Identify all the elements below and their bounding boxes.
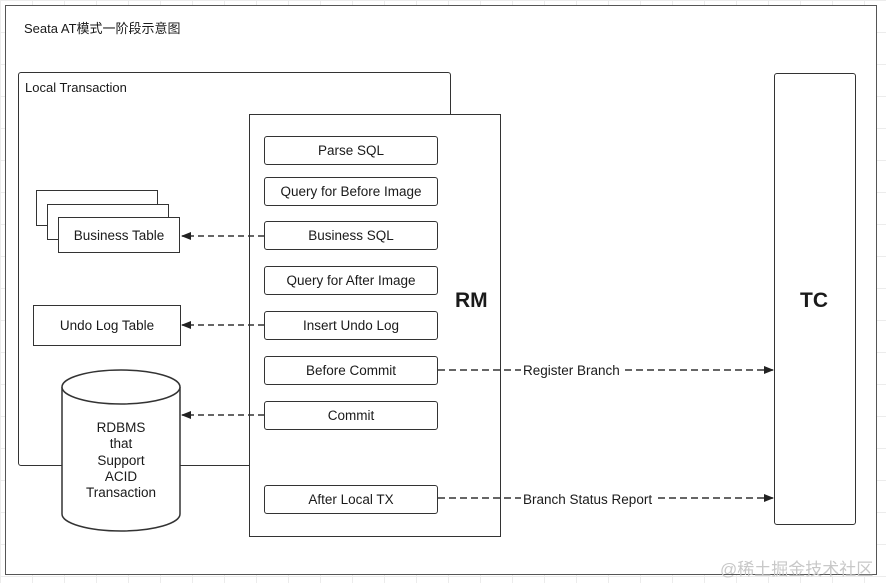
step-after-local-tx: After Local TX [264,485,438,514]
database-label-line: that [109,436,133,452]
step-parse-sql: Parse SQL [264,136,438,165]
database-label-line: RDBMS [96,420,146,435]
step-query-after-image: Query for After Image [264,266,438,295]
undo-log-table: Undo Log Table [33,305,181,346]
step-business-sql: Business SQL [264,221,438,250]
rm-label: RM [455,289,488,312]
watermark: @稀土掘金技术社区 [720,560,874,579]
local-transaction-label: Local Transaction [25,80,127,95]
edge-label-branch-status-report: Branch Status Report [521,492,655,507]
database-label: RDBMS that Support ACID Transaction [70,420,172,501]
step-query-before-image: Query for Before Image [264,177,438,206]
tc-label: TC [800,289,828,312]
database-label-line: ACID [104,468,138,484]
database-label-line: Support [97,452,145,468]
diagram-title: Seata AT模式一阶段示意图 [24,21,181,36]
step-commit: Commit [264,401,438,430]
step-before-commit: Before Commit [264,356,438,385]
step-insert-undo-log: Insert Undo Log [264,311,438,340]
tc-container [774,73,856,525]
edge-label-register-branch: Register Branch [521,363,622,378]
database-label-line: Transaction [85,485,157,501]
business-table: Business Table [58,217,180,253]
